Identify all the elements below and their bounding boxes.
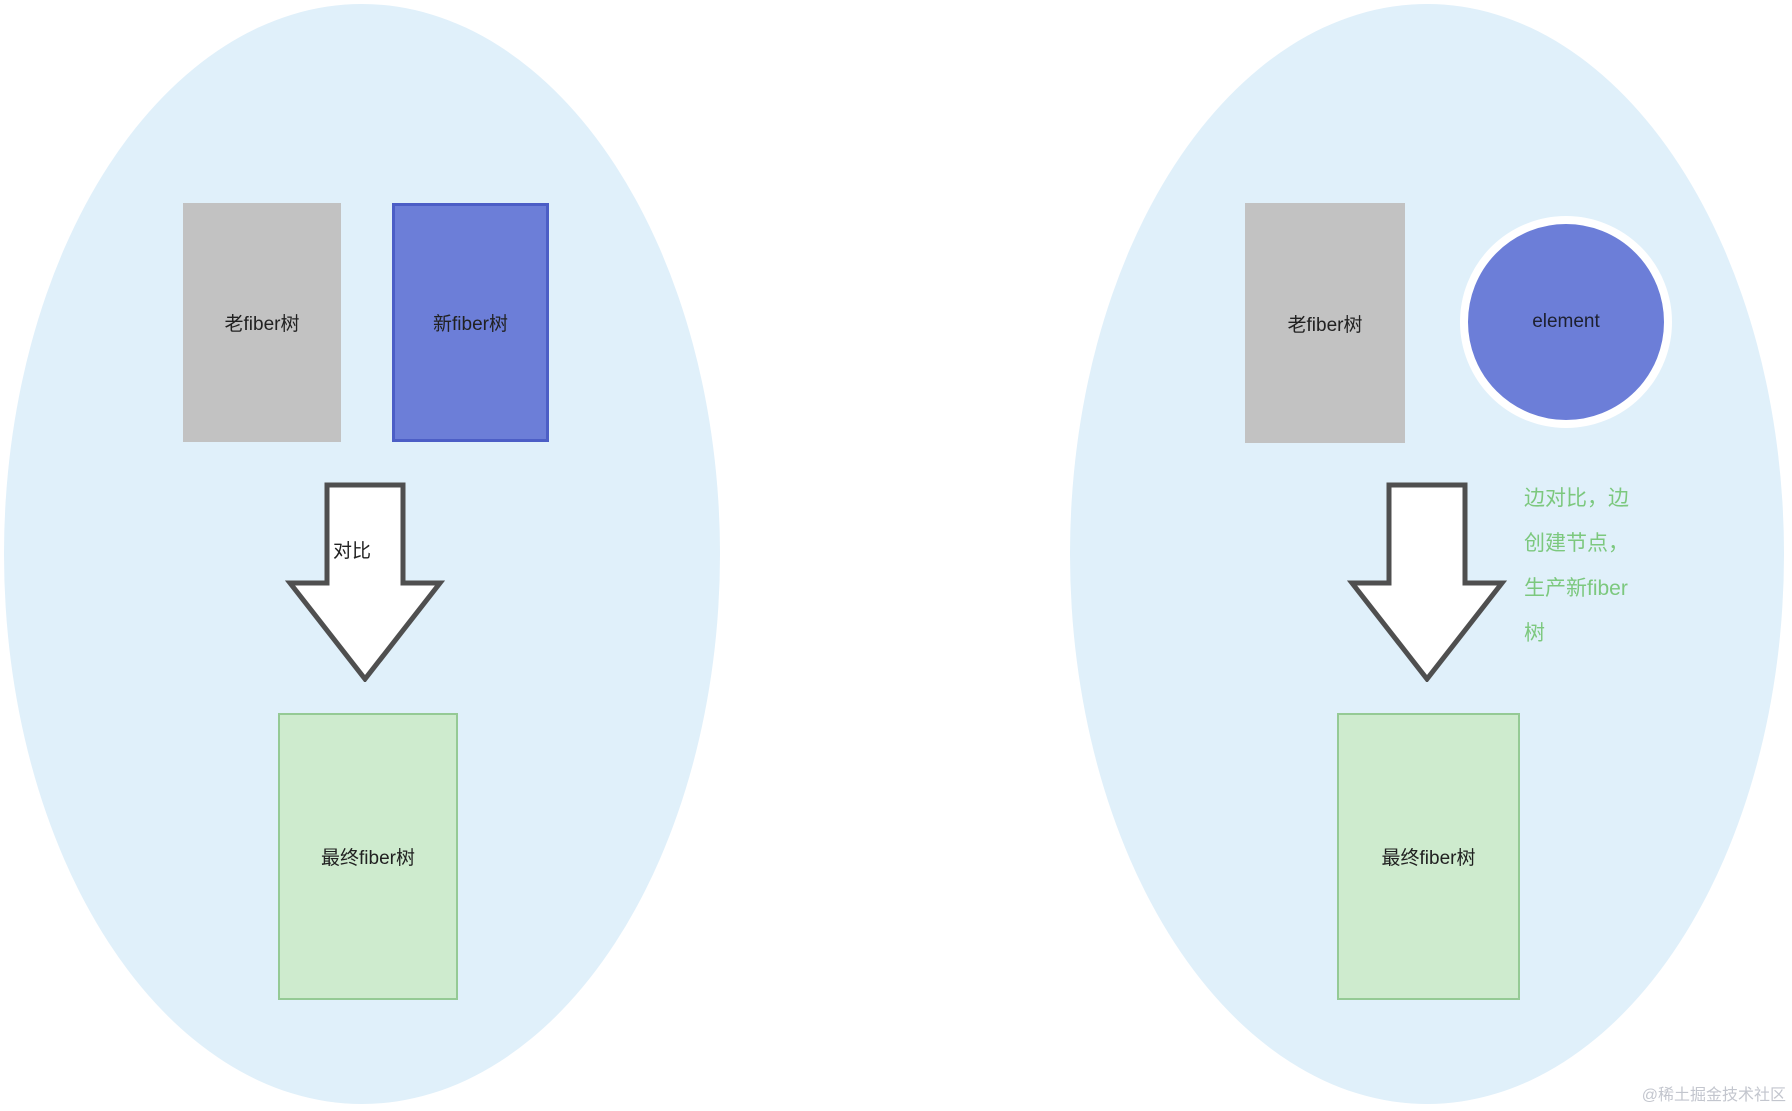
down-arrow-icon: [285, 482, 445, 682]
down-arrow-icon: [1347, 482, 1507, 682]
left-final-fiber-tree-label: 最终fiber树: [321, 848, 415, 869]
compare-arrow-label: 对比: [332, 541, 371, 562]
element-circle: element: [1460, 216, 1672, 428]
left-new-fiber-tree-box: 新fiber树: [392, 203, 549, 442]
right-final-fiber-tree-box: 最终fiber树: [1337, 713, 1520, 1000]
element-circle-label: element: [1532, 311, 1600, 332]
compare-create-note: 边对比，边 创建节点， 生产新fiber 树: [1524, 487, 1629, 645]
left-new-fiber-tree-label: 新fiber树: [433, 314, 508, 335]
left-old-fiber-tree-label: 老fiber树: [224, 314, 300, 335]
right-old-fiber-tree-box: 老fiber树: [1245, 203, 1405, 443]
right-final-fiber-tree-label: 最终fiber树: [1381, 848, 1476, 869]
right-old-fiber-tree-label: 老fiber树: [1287, 314, 1363, 336]
left-old-fiber-tree-box: 老fiber树: [183, 203, 341, 442]
left-final-fiber-tree-box: 最终fiber树: [278, 713, 458, 1000]
juejin-watermark: @稀土掘金技术社区: [1641, 1087, 1786, 1104]
